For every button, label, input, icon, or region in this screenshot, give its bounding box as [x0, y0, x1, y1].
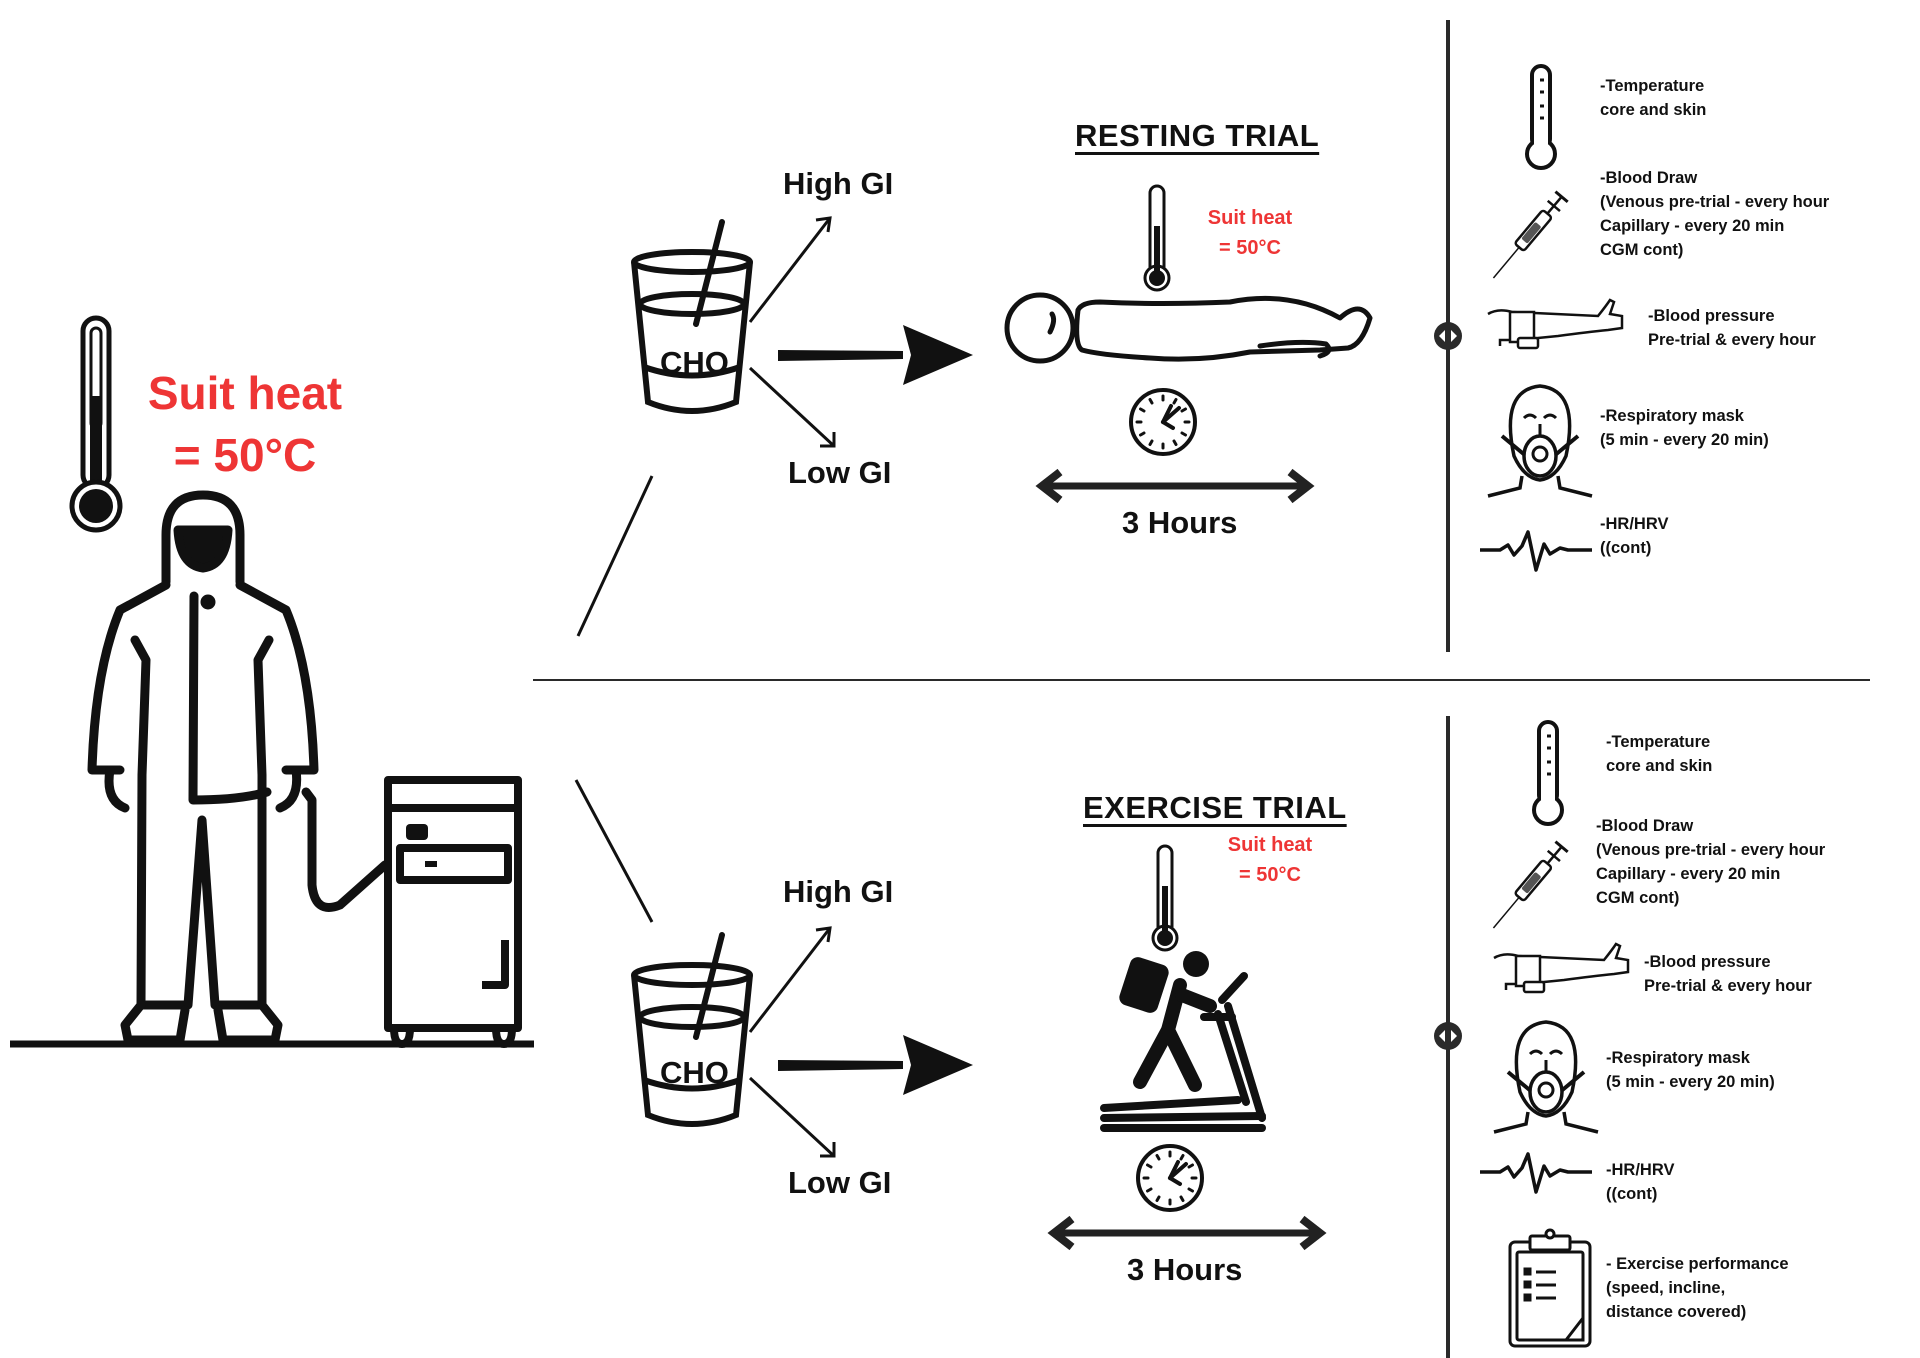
suit-heat-line1: Suit heat: [147, 367, 343, 419]
blood-pressure-cuff-icon: [1492, 942, 1630, 994]
measurement-line: core and skin: [1600, 101, 1707, 119]
divider-knob-resting: [1434, 322, 1462, 350]
measurement-line: (5 min - every 20 min): [1600, 431, 1769, 449]
measurement-hr-hrv-resting: -HR/HRV ((cont): [1600, 512, 1668, 560]
left-thermometer-icon: [69, 315, 123, 533]
duration-arrow-resting: [1042, 472, 1308, 500]
measurement-line: -Respiratory mask: [1600, 407, 1744, 425]
measurement-exercise-performance: - Exercise performance (speed, incline, …: [1606, 1252, 1789, 1324]
exercise-thermometer-icon: [1151, 844, 1179, 952]
respiratory-mask-icon: [1486, 384, 1594, 498]
exercise-trial-title: EXERCISE TRIAL: [1083, 790, 1347, 825]
measurement-temperature-exercise: -Temperature core and skin: [1606, 730, 1712, 778]
measurement-line: Capillary - every 20 min: [1600, 217, 1785, 235]
connector-to-exercise: [574, 779, 654, 923]
protective-suit-person-icon: [87, 490, 390, 1045]
measurement-line: core and skin: [1606, 757, 1713, 775]
thermometer-icon: [1532, 720, 1564, 826]
high-gi-label-exercise: High GI: [783, 874, 894, 909]
duration-label-exercise: 3 Hours: [1127, 1252, 1243, 1287]
measurement-respiratory-mask-exercise: -Respiratory mask (5 min - every 20 min): [1606, 1046, 1775, 1094]
clock-icon-exercise: [1136, 1144, 1204, 1212]
blood-pressure-cuff-icon: [1486, 298, 1624, 350]
measurement-line: -Temperature: [1600, 77, 1705, 95]
duration-label-resting: 3 Hours: [1122, 505, 1238, 540]
low-gi-arrow-resting: [748, 366, 836, 448]
resting-thermometer-icon: [1143, 184, 1171, 292]
cho-label-exercise: CHO: [660, 1055, 729, 1090]
high-gi-label-resting: High GI: [783, 166, 894, 201]
measurement-line: -Blood Draw: [1600, 169, 1698, 187]
heating-unit-icon: [384, 776, 522, 1048]
big-arrow-resting: [778, 325, 973, 385]
measurement-line: -Blood pressure: [1644, 953, 1771, 971]
measurement-line: (Venous pre-trial - every hour: [1600, 193, 1830, 211]
resting-suit-heat-label: Suit heat = 50°C: [1195, 203, 1305, 263]
syringe-icon: [1485, 840, 1570, 935]
cho-label-resting: CHO: [660, 345, 729, 380]
measurement-line: Pre-trial & every hour: [1648, 331, 1816, 349]
measurement-line: CGM cont): [1596, 889, 1680, 907]
measurement-line: (speed, incline,: [1606, 1279, 1726, 1297]
treadmill-runner-icon: [1100, 951, 1266, 1132]
measurement-respiratory-mask-resting: -Respiratory mask (5 min - every 20 min): [1600, 404, 1769, 452]
measurement-line: -Blood Draw: [1596, 817, 1694, 835]
measurement-line: -Temperature: [1606, 733, 1711, 751]
low-gi-label-resting: Low GI: [788, 455, 892, 490]
big-arrow-exercise: [778, 1035, 973, 1095]
syringe-icon: [1485, 190, 1570, 285]
heartbeat-icon: [1478, 530, 1594, 572]
divider-knob-exercise: [1434, 1022, 1462, 1050]
suit-heat-line1: Suit heat: [1227, 834, 1313, 856]
measurement-line: -HR/HRV: [1606, 1161, 1675, 1179]
low-gi-arrow-exercise: [748, 1076, 836, 1158]
suit-heat-line1: Suit heat: [1207, 207, 1293, 229]
exercise-suit-heat-label: Suit heat = 50°C: [1215, 830, 1325, 890]
measurement-hr-hrv-exercise: -HR/HRV ((cont): [1606, 1158, 1674, 1206]
left-suit-heat-label: Suit heat = 50°C: [130, 362, 360, 486]
measurement-line: (Venous pre-trial - every hour: [1596, 841, 1826, 859]
measurement-blood-pressure-resting: -Blood pressure Pre-trial & every hour: [1648, 304, 1816, 352]
measurement-line: Pre-trial & every hour: [1644, 977, 1812, 995]
measurement-line: -Respiratory mask: [1606, 1049, 1750, 1067]
measurement-blood-pressure-exercise: -Blood pressure Pre-trial & every hour: [1644, 950, 1812, 998]
respiratory-mask-icon: [1492, 1020, 1600, 1134]
thermometer-icon: [1525, 64, 1557, 170]
measurement-line: -HR/HRV: [1600, 515, 1669, 533]
measurement-line: (5 min - every 20 min): [1606, 1073, 1775, 1091]
high-gi-arrow-resting: [748, 216, 832, 323]
measurement-line: Capillary - every 20 min: [1596, 865, 1781, 883]
cho-drink-icon-resting: [634, 222, 750, 411]
clipboard-icon: [1508, 1228, 1592, 1348]
suit-heat-line2: = 50°C: [173, 429, 317, 481]
cho-drink-icon-exercise: [634, 935, 750, 1124]
high-gi-arrow-exercise: [748, 926, 832, 1033]
measurement-blood-draw-exercise: -Blood Draw (Venous pre-trial - every ho…: [1596, 814, 1825, 910]
heartbeat-icon: [1478, 1152, 1594, 1194]
measurement-temperature-resting: -Temperature core and skin: [1600, 74, 1706, 122]
measurement-blood-draw-resting: -Blood Draw (Venous pre-trial - every ho…: [1600, 166, 1829, 262]
measurement-line: CGM cont): [1600, 241, 1684, 259]
lying-person-icon: [1004, 292, 1373, 364]
resting-trial-title: RESTING TRIAL: [1075, 118, 1320, 153]
suit-heat-line2: = 50°C: [1219, 237, 1281, 259]
measurement-line: ((cont): [1600, 539, 1652, 557]
measurement-line: distance covered): [1606, 1303, 1747, 1321]
duration-arrow-exercise: [1054, 1219, 1320, 1247]
measurement-line: - Exercise performance: [1606, 1255, 1789, 1273]
measurement-line: -Blood pressure: [1648, 307, 1775, 325]
low-gi-label-exercise: Low GI: [788, 1165, 892, 1200]
measurement-line: ((cont): [1606, 1185, 1658, 1203]
connector-to-resting: [576, 475, 654, 637]
suit-heat-line2: = 50°C: [1239, 864, 1301, 886]
clock-icon-resting: [1129, 388, 1197, 456]
